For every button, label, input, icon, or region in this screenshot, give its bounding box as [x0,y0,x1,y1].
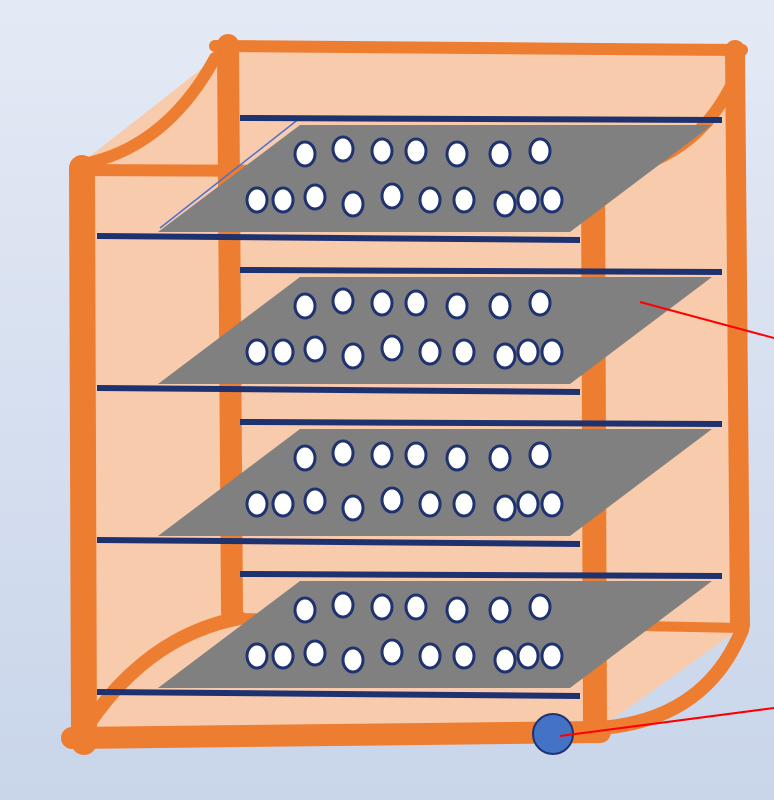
egg [493,646,517,674]
egg [341,342,365,370]
egg [341,494,365,522]
egg [370,593,394,621]
shelf-rod-back [239,419,723,427]
egg [540,186,564,214]
shelf-rod-back [239,115,723,123]
egg [293,444,317,472]
egg [528,289,552,317]
shelf-3 [96,419,723,547]
egg-rows [245,591,564,674]
egg [370,441,394,469]
shelf-1 [96,115,723,243]
shelf-rod-back [239,571,723,579]
egg [404,137,428,165]
egg [488,444,512,472]
egg [303,335,327,363]
egg [341,190,365,218]
shelf-4 [96,571,723,699]
egg [528,441,552,469]
egg [452,186,476,214]
egg [418,490,442,518]
shelf-2 [96,267,723,395]
egg [452,642,476,670]
frame-bottom-left-curve [83,611,247,729]
egg [245,338,269,366]
egg [380,638,404,666]
egg [452,338,476,366]
shelf-rod-front [96,689,581,699]
frame-bottom-right-curve [593,623,749,735]
shelf-rod-front [96,233,581,243]
egg [331,439,355,467]
egg [445,292,469,320]
leader-line-tray [639,301,774,339]
egg [303,639,327,667]
egg [452,490,476,518]
egg [488,596,512,624]
egg [418,642,442,670]
egg [488,292,512,320]
shelf-rod-back [239,267,723,275]
egg [404,441,428,469]
egg [380,334,404,362]
egg [303,487,327,515]
egg [445,140,469,168]
shelf-rod-front [96,385,581,395]
egg [341,646,365,674]
shelf-rod-front [96,537,581,547]
egg [331,287,355,315]
egg [271,186,295,214]
egg [445,596,469,624]
egg [331,591,355,619]
egg [245,642,269,670]
egg [445,444,469,472]
egg [293,140,317,168]
egg [404,593,428,621]
egg [271,490,295,518]
egg-rows [245,439,564,522]
egg [245,186,269,214]
egg [331,135,355,163]
frame-back-right-post [725,40,750,635]
egg [516,642,540,670]
frame-front-left-post [69,155,97,755]
egg [493,494,517,522]
egg [528,137,552,165]
frame-top-back-edge [209,40,748,56]
egg [245,490,269,518]
egg [293,596,317,624]
egg [404,289,428,317]
shelves [96,115,723,699]
egg [540,338,564,366]
egg [380,486,404,514]
frame-top-left-curve [72,52,221,171]
egg [493,342,517,370]
egg [418,338,442,366]
egg [488,140,512,168]
egg [540,490,564,518]
leader-line-wheel [559,707,774,737]
egg [271,338,295,366]
egg [528,593,552,621]
egg [516,490,540,518]
egg-rows [245,135,564,218]
egg [516,338,540,366]
egg [370,137,394,165]
frame-bottom-front-edge [61,721,611,749]
egg [271,642,295,670]
accent-line [159,117,301,229]
egg [380,182,404,210]
egg [370,289,394,317]
egg-rows [245,287,564,370]
egg [516,186,540,214]
egg [418,186,442,214]
egg [540,642,564,670]
egg [303,183,327,211]
egg [493,190,517,218]
wheel [532,713,574,755]
egg [293,292,317,320]
